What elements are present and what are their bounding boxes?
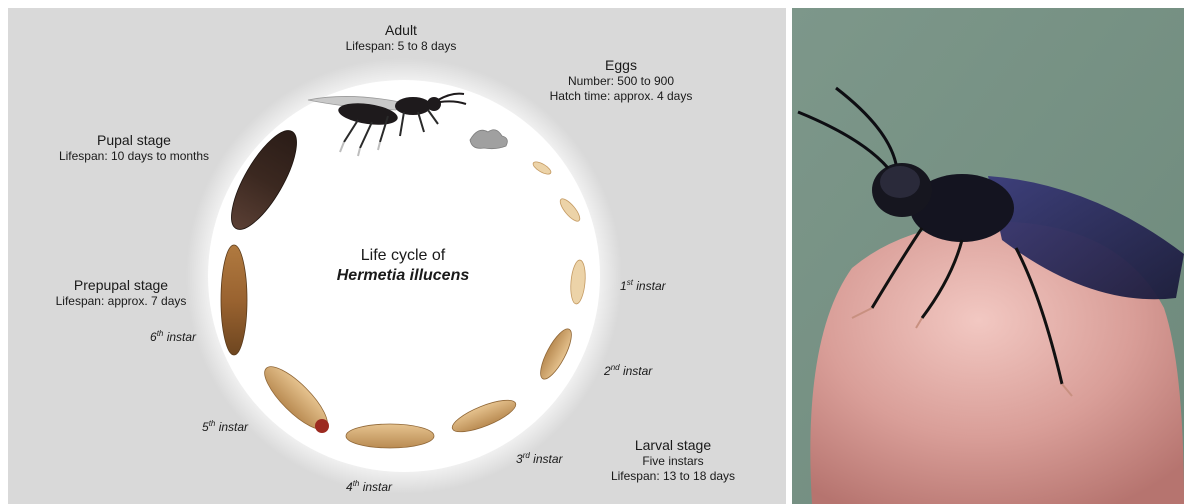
larval-label: Larval stage Five instars Lifespan: 13 t… (598, 437, 748, 484)
center-species: Hermetia illucens (308, 266, 498, 286)
pupal-detail: Lifespan: 10 days to months (46, 149, 222, 164)
eggs-detail-hatch: Hatch time: approx. 4 days (536, 89, 706, 104)
eggs-title: Eggs (536, 57, 706, 74)
prepupa-illustration (221, 245, 247, 355)
adult-label: Adult Lifespan: 5 to 8 days (331, 22, 471, 54)
center-title-text: Life cycle of (308, 246, 498, 266)
instar-label-3: 3rd instar (516, 451, 563, 466)
larval-detail-instars: Five instars (598, 454, 748, 469)
prepupal-title: Prepupal stage (46, 277, 196, 294)
life-cycle-diagram: Adult Lifespan: 5 to 8 days Eggs Number:… (8, 8, 786, 504)
adult-title: Adult (331, 22, 471, 39)
instar-label-6: 6th instar (150, 329, 196, 344)
center-title: Life cycle of Hermetia illucens (308, 246, 498, 286)
prepupal-label: Prepupal stage Lifespan: approx. 7 days (46, 277, 196, 309)
fly-photo (792, 8, 1184, 504)
pupal-title: Pupal stage (46, 132, 222, 149)
instar-label-2: 2nd instar (604, 363, 652, 378)
fly-photo-svg (792, 8, 1184, 504)
larval-detail-lifespan: Lifespan: 13 to 18 days (598, 469, 748, 484)
pupal-label: Pupal stage Lifespan: 10 days to months (46, 132, 222, 164)
eggs-label: Eggs Number: 500 to 900 Hatch time: appr… (536, 57, 706, 104)
instar-label-4: 4th instar (346, 479, 392, 494)
larva-4th-instar (346, 424, 434, 448)
eggs-detail-number: Number: 500 to 900 (536, 74, 706, 89)
instar-label-1: 1st instar (620, 278, 666, 293)
instar-label-5: 5th instar (202, 419, 248, 434)
prepupal-detail: Lifespan: approx. 7 days (46, 294, 196, 309)
larval-title: Larval stage (598, 437, 748, 454)
adult-detail: Lifespan: 5 to 8 days (331, 39, 471, 54)
